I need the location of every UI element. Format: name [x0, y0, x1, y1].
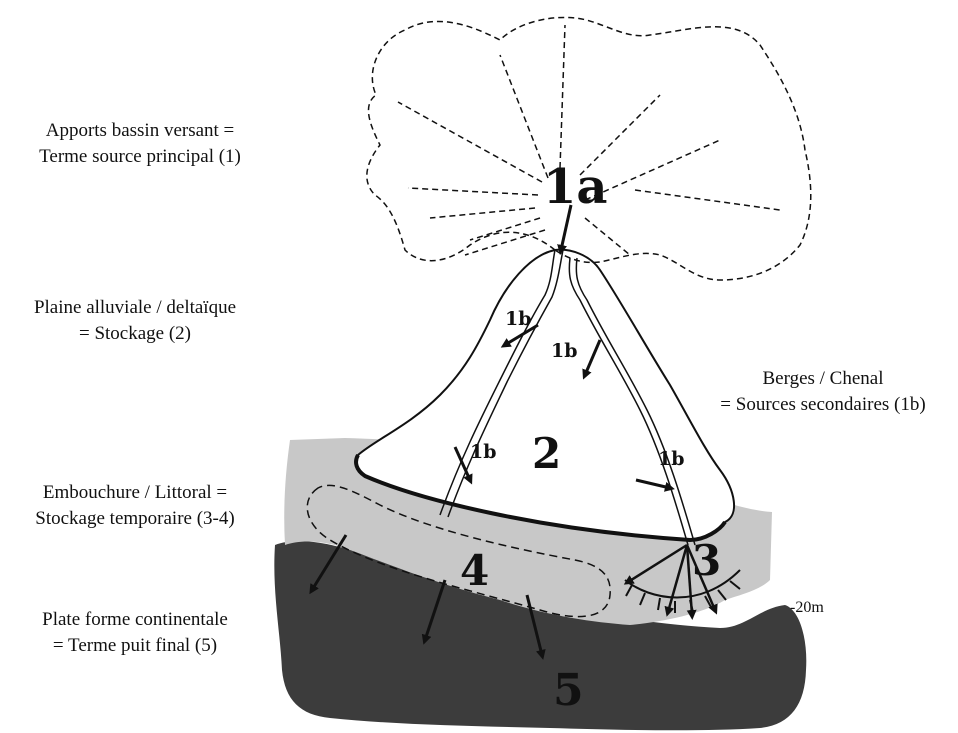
- zone-label-1a: 1a: [543, 159, 608, 215]
- banks-label-line1: Berges / Chenal: [690, 366, 956, 392]
- zone-label-5: 5: [553, 665, 584, 716]
- source-label-line2: Terme source principal (1): [10, 144, 270, 170]
- catchment-outline: [367, 17, 811, 280]
- zone-label-4: 4: [460, 546, 489, 595]
- banks-label-line2: = Sources secondaires (1b): [690, 392, 956, 418]
- plain-label: Plaine alluviale / deltaïque = Stockage …: [0, 295, 270, 347]
- bank-label-1b: 1b: [505, 308, 532, 330]
- source-label-line1: Apports bassin versant =: [10, 118, 270, 144]
- source-label: Apports bassin versant = Terme source pr…: [10, 118, 270, 170]
- mouth-label-line2: Stockage temporaire (3-4): [5, 506, 265, 532]
- mouth-label-line1: Embouchure / Littoral =: [5, 480, 265, 506]
- shelf-label-line1: Plate forme continentale: [5, 607, 265, 633]
- mouth-label: Embouchure / Littoral = Stockage tempora…: [5, 480, 265, 532]
- depth-label: -20m: [790, 599, 824, 616]
- tributaries: [398, 25, 780, 255]
- banks-label: Berges / Chenal = Sources secondaires (1…: [690, 366, 956, 418]
- bank-label-1b: 1b: [658, 448, 685, 470]
- shelf-label: Plate forme continentale = Terme puit fi…: [5, 607, 265, 659]
- bank-label-1b: 1b: [551, 340, 578, 362]
- bank-label-1b: 1b: [470, 441, 497, 463]
- shelf-label-line2: = Terme puit final (5): [5, 633, 265, 659]
- plain-label-line2: = Stockage (2): [0, 321, 270, 347]
- plain-label-line1: Plaine alluviale / deltaïque: [0, 295, 270, 321]
- zone-label-2: 2: [532, 429, 561, 478]
- zone-label-3: 3: [692, 536, 721, 585]
